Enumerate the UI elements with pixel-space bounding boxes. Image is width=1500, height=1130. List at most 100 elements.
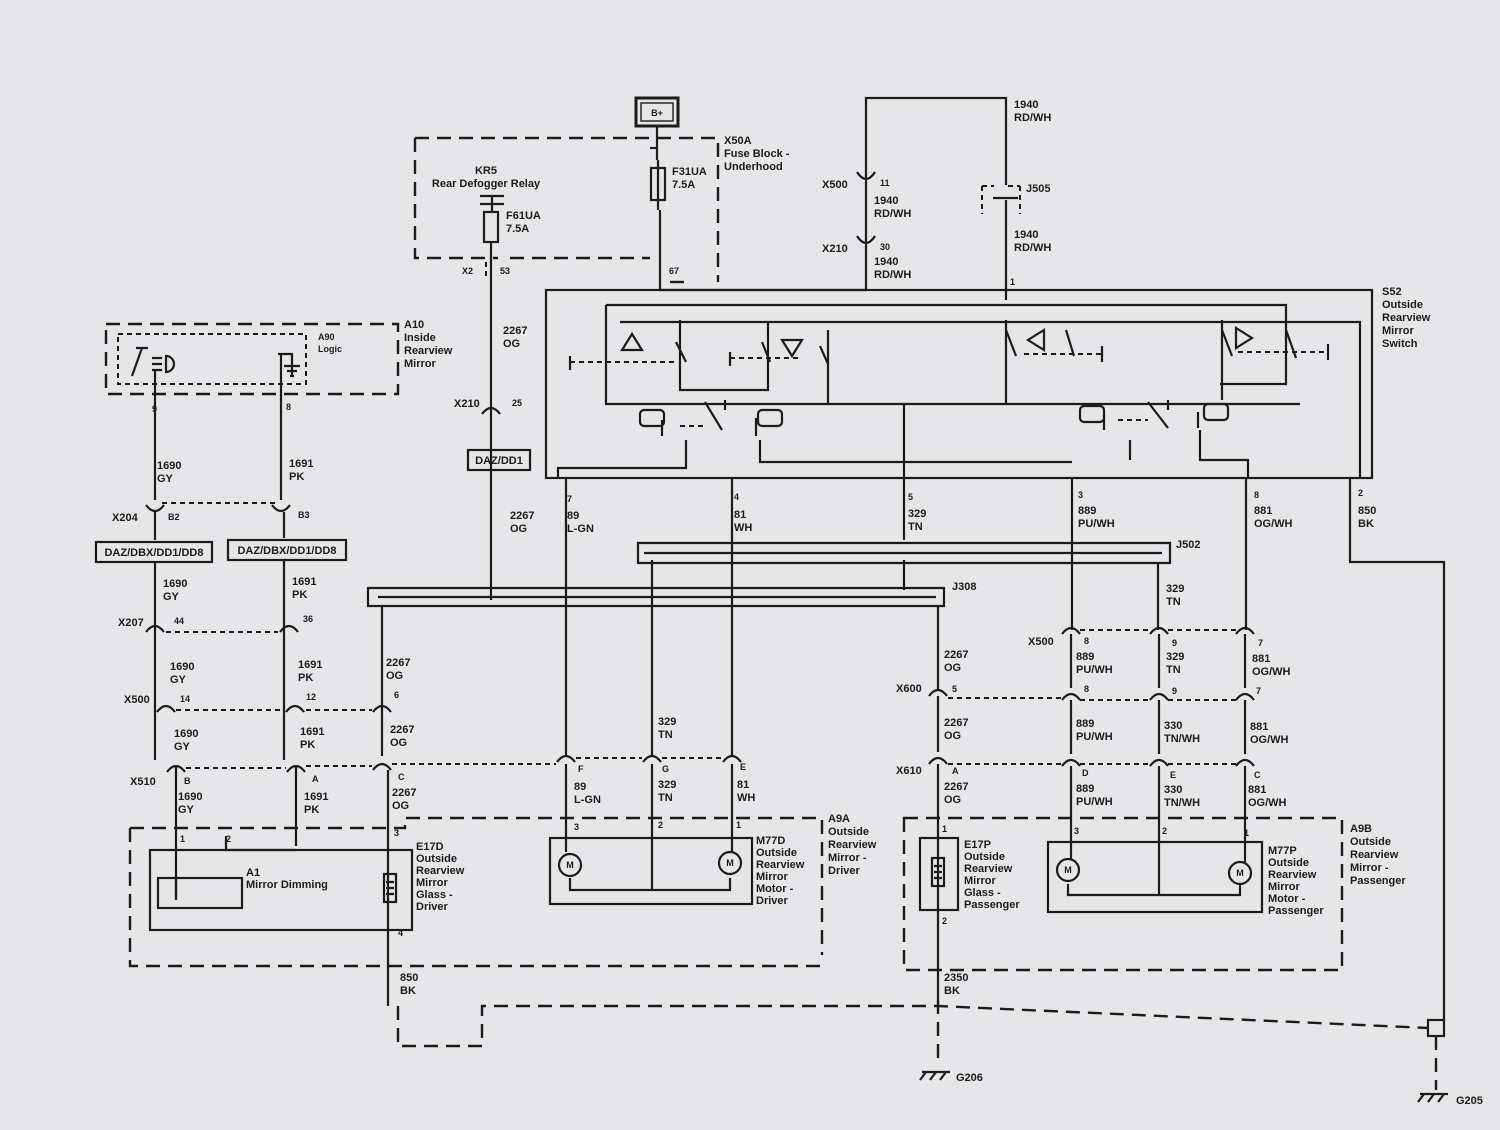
x500-label: X500 [822, 179, 848, 191]
wire-ogwh: OG/WH [1250, 734, 1289, 746]
chassis-ground-icon [1417, 1092, 1448, 1103]
x2-label: X2 [462, 266, 473, 276]
wire-pk: PK [289, 471, 304, 483]
option-box [226, 538, 348, 562]
a9a-label: A9A [828, 813, 850, 825]
wire-puwh: PU/WH [1076, 796, 1113, 808]
daz-dd1-label: DAZ/DD1 [475, 455, 523, 467]
motor-letter: M [1064, 865, 1072, 875]
f31ua-label: F31UA [672, 166, 707, 178]
option-box-daz-dd1 [466, 448, 532, 472]
e17d-name: Rearview [416, 865, 465, 877]
wire-gy: GY [174, 741, 191, 753]
wire-tnwh: TN/WH [1164, 733, 1200, 745]
chassis-ground-icon [919, 1070, 950, 1081]
wire-1940: 1940 [874, 195, 898, 207]
pin-4: 4 [734, 492, 739, 502]
wire-pk: PK [298, 672, 313, 684]
e17p-label: E17P [964, 839, 991, 851]
wire-rdwh: RD/WH [1014, 242, 1051, 254]
pin-14: 14 [180, 694, 190, 704]
option-label: DAZ/DBX/DD1/DD8 [237, 545, 336, 557]
e17d-name: Driver [416, 901, 449, 913]
wire-tn: TN [1166, 596, 1181, 608]
splice-j502: J502 [636, 539, 1200, 565]
wire-881: 881 [1254, 505, 1272, 517]
wire-329: 329 [658, 716, 676, 728]
wire-1690: 1690 [157, 460, 181, 472]
pin-3: 3 [1078, 490, 1083, 500]
mirror-icon [638, 408, 666, 436]
a9a-name: Rearview [828, 839, 877, 851]
motor-letter: M [726, 858, 734, 868]
x610-label: X610 [896, 765, 922, 777]
a90-label: A90 [318, 332, 335, 342]
mirror-icon [1078, 404, 1106, 430]
wire-tn: TN [1166, 664, 1181, 676]
wire-pk: PK [292, 589, 307, 601]
fuse-f61ua: F61UA 7.5A [482, 210, 541, 244]
wire-889: 889 [1076, 651, 1094, 663]
pin-2: 2 [658, 820, 663, 830]
pin-1: 1 [1010, 277, 1015, 287]
m77d-name: Outside [756, 847, 797, 859]
wire-bk: BK [944, 985, 960, 997]
arrow-left-icon [1025, 328, 1046, 352]
pin-3: 3 [574, 822, 579, 832]
pin-c: C [398, 772, 405, 782]
g205-label: G205 [1456, 1095, 1483, 1107]
wire-pk: PK [304, 804, 319, 816]
pin-c: C [1254, 770, 1261, 780]
a9a-name: Mirror - [828, 852, 867, 864]
a10-name: Rearview [404, 345, 453, 357]
pin-f: F [578, 764, 584, 774]
pin-1: 1 [736, 820, 741, 830]
motor-icon: M [1055, 857, 1081, 883]
pin-1: 1 [180, 834, 185, 844]
pin-8: 8 [1254, 490, 1259, 500]
wire-og: OG [944, 730, 961, 742]
pin-3: 3 [394, 828, 399, 838]
pin-12: 12 [306, 692, 316, 702]
m77d-name: Driver [756, 895, 789, 907]
g206-label: G206 [956, 1072, 983, 1084]
relay-kr5: KR5 Rear Defogger Relay [432, 165, 541, 212]
m77p-name: Motor - [1268, 893, 1306, 905]
pin-1: 1 [942, 824, 947, 834]
pin-30: 30 [880, 242, 890, 252]
x500-label: X500 [1028, 636, 1054, 648]
pin-b3: B3 [298, 510, 310, 520]
pin-e: E [740, 762, 746, 772]
pin-b2: B2 [168, 512, 180, 522]
heater-element-icon [382, 872, 398, 904]
pin-5: 5 [908, 492, 913, 502]
pin-25: 25 [512, 398, 522, 408]
f61ua-label: F61UA [506, 210, 541, 222]
wire-889: 889 [1076, 718, 1094, 730]
arrow-right-icon [1234, 326, 1255, 350]
wire-1690: 1690 [170, 661, 194, 673]
arrow-down-icon [780, 338, 804, 359]
bplus-label: B+ [651, 108, 663, 118]
wire-rdwh: RD/WH [874, 269, 911, 281]
e17d-label: E17D [416, 841, 444, 853]
mirror-icon [1196, 402, 1230, 428]
x210-label: X210 [454, 398, 480, 410]
motor-letter: M [1236, 868, 1244, 878]
wire-tn: TN [658, 729, 673, 741]
wire-ogwh: OG/WH [1254, 518, 1293, 530]
pin-a: A [952, 766, 959, 776]
pin-6: 6 [394, 690, 399, 700]
pin-7: 7 [567, 494, 572, 504]
a10-name: Inside [404, 332, 436, 344]
e17p-name: Passenger [964, 899, 1020, 911]
m77d-name: Rearview [756, 859, 805, 871]
pin-2: 2 [226, 834, 231, 844]
wire-lgn: L-GN [567, 523, 594, 535]
e17d-name: Mirror [416, 877, 449, 889]
j308-label: J308 [952, 581, 976, 593]
wire-2350: 2350 [944, 972, 968, 984]
wire-gy: GY [157, 473, 174, 485]
wire-2267: 2267 [944, 649, 968, 661]
pin-8: 8 [1084, 636, 1089, 646]
